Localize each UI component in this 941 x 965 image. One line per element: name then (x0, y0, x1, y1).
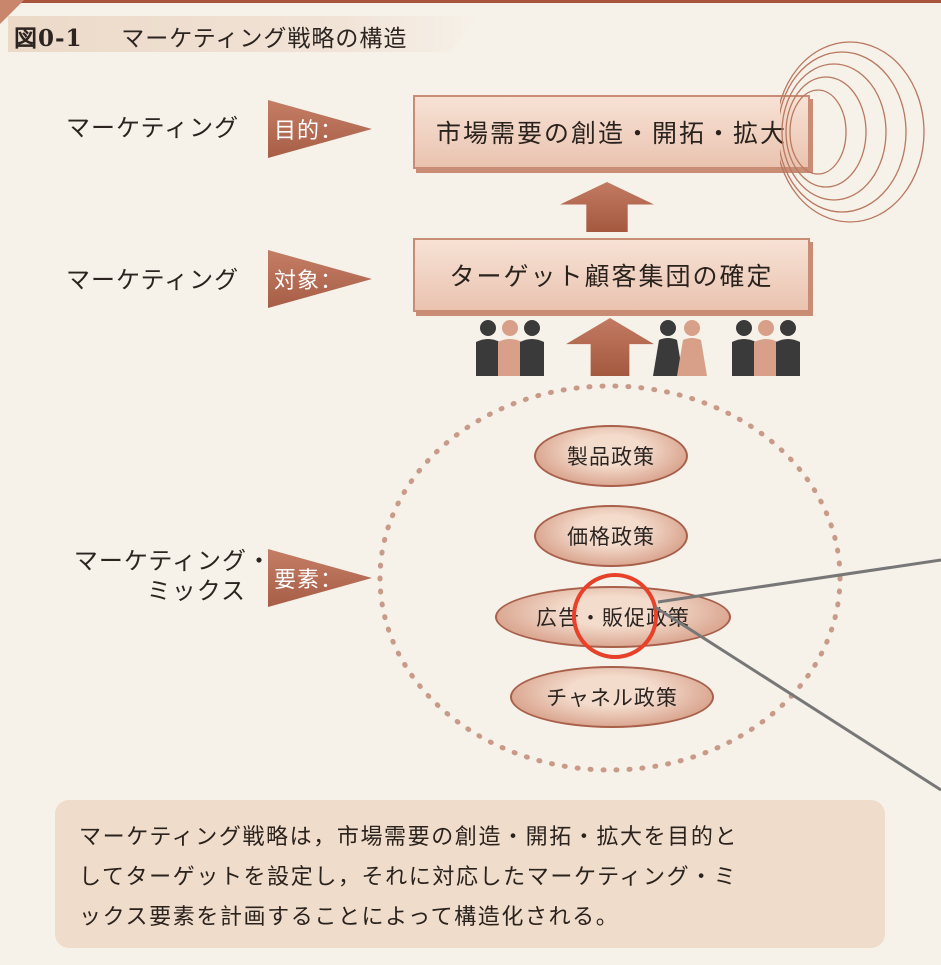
tag-elements: 要素： (274, 568, 344, 593)
caption-line: ックス要素を計画することによって構造化される。 (79, 905, 620, 930)
row-label-purpose: マーケティング (66, 114, 240, 142)
caption-line: してターゲットを設定し，それに対応したマーケティング・ミ (79, 865, 738, 890)
header-rule (0, 0, 941, 3)
box-market-demand: 市場需要の創造・開拓・拡大 (413, 95, 810, 169)
figure-title-text: マーケティング戦略の構造 (121, 26, 408, 52)
row-label-target: マーケティング (66, 266, 240, 294)
tag-purpose: 目的： (274, 119, 344, 144)
oval-price-policy: 価格政策 (534, 505, 688, 567)
caption-box: マーケティング戦略は，市場需要の創造・開拓・拡大を目的と してターゲットを設定し… (55, 800, 885, 948)
caption-line: マーケティング戦略は，市場需要の創造・開拓・拡大を目的と (79, 825, 739, 850)
tag-target: 対象： (274, 269, 344, 294)
highlight-circle (572, 573, 658, 659)
oval-channel-policy: チャネル政策 (510, 666, 714, 728)
row-label-mix: マーケティング・ ミックス (50, 546, 272, 606)
row-label-mix-line1: マーケティング・ (73, 547, 272, 575)
dotted-boundary-circle (377, 383, 843, 773)
concentric-rings-icon (780, 41, 925, 223)
oval-product-policy: 製品政策 (534, 425, 688, 487)
figure-title-band (8, 16, 478, 52)
figure-title: 図0-1 マーケティング戦略の構造 (14, 19, 407, 53)
row-label-mix-line2: ミックス (146, 577, 246, 605)
figure-number: 図0-1 (14, 25, 83, 52)
box-target-customers: ターゲット顧客集団の確定 (413, 238, 810, 312)
